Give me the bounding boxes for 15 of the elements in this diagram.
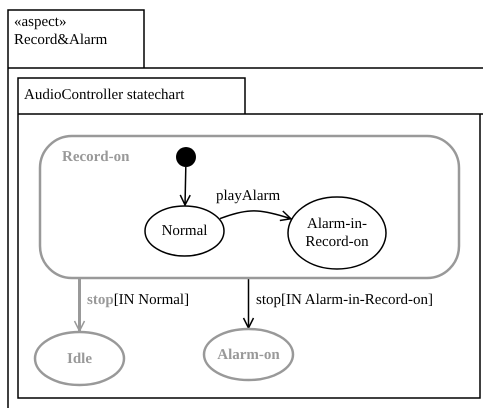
state-name: Alarm-on — [216, 346, 281, 364]
transition-label: stop[IN Alarm-in-Record-on] — [255, 292, 434, 308]
transition-label: playAlarm — [215, 188, 282, 204]
transition-arrow — [220, 210, 292, 222]
frame-title: Record&Alarm — [14, 31, 108, 49]
transition-arrow — [74, 278, 86, 332]
state-name: Alarm-in-Record-on — [304, 215, 370, 251]
stereotype-label: «aspect» — [14, 13, 66, 31]
transition-arrow — [242, 278, 254, 329]
transition-label: stop[IN Normal] — [86, 292, 190, 308]
state-name: Idle — [66, 350, 93, 368]
transition-arrow — [179, 166, 191, 206]
state-name: Record-on — [62, 148, 130, 166]
frame-title: AudioController statechart — [24, 86, 184, 104]
state-name: Normal — [160, 222, 208, 240]
